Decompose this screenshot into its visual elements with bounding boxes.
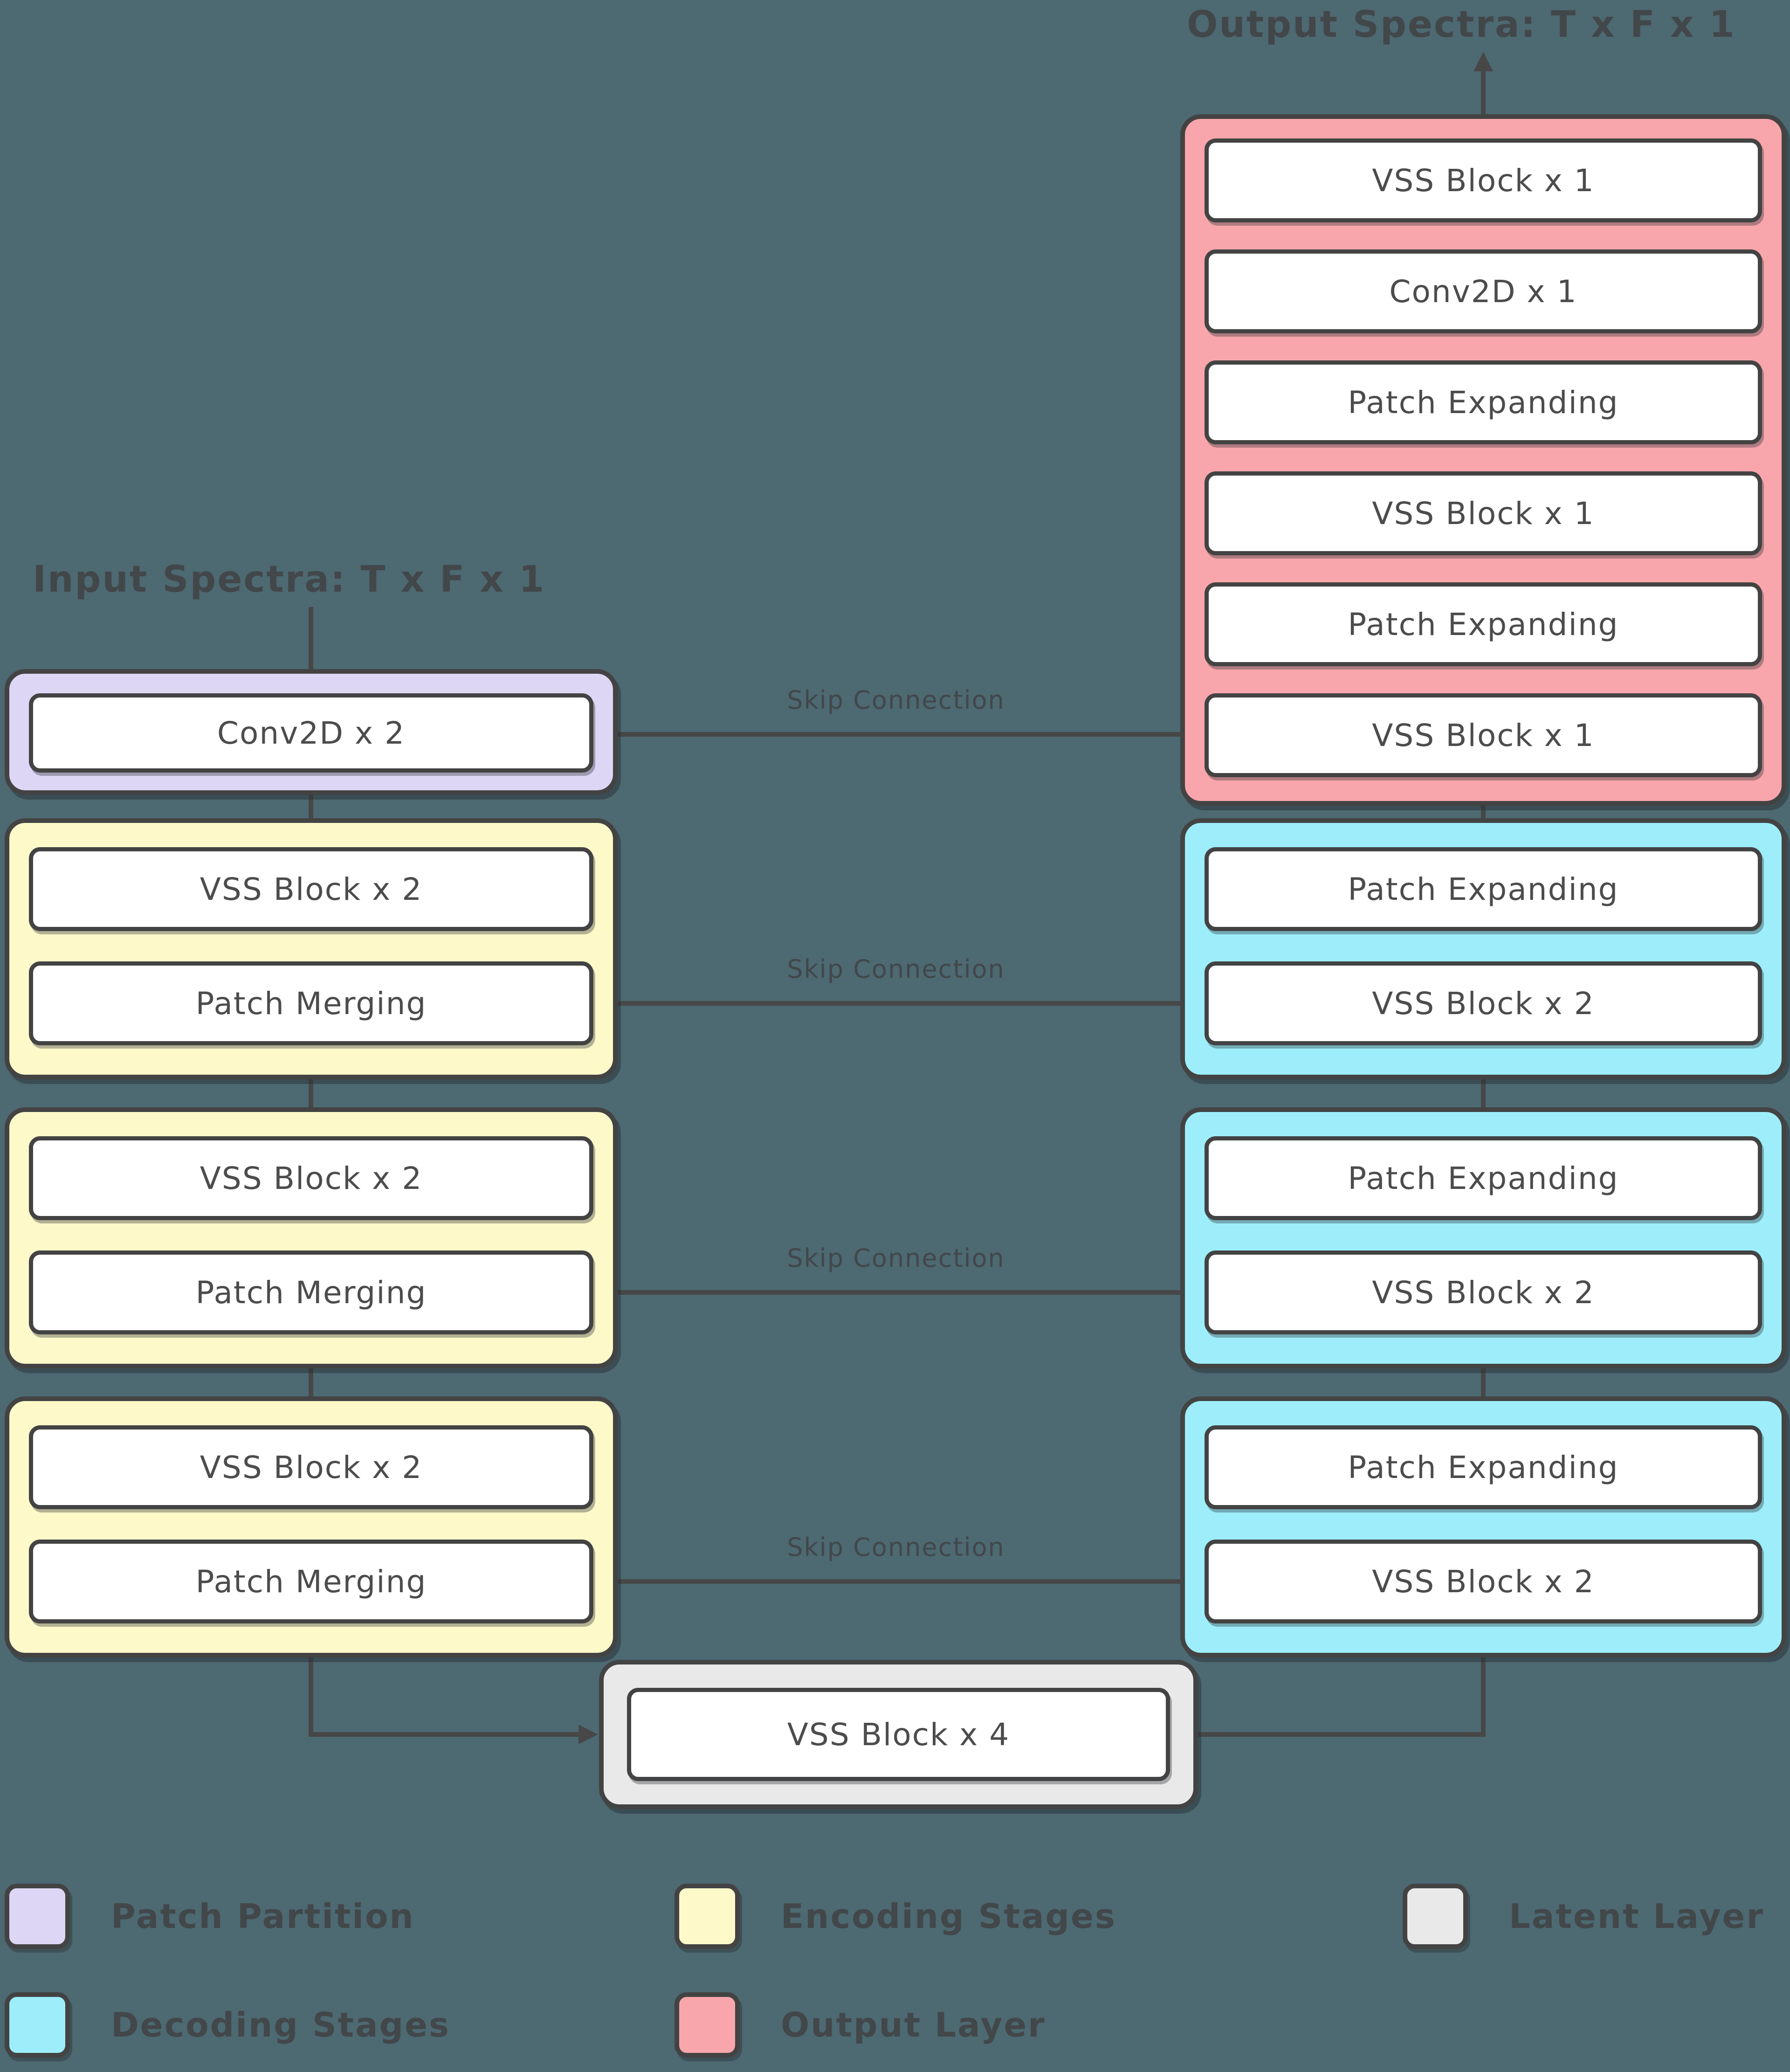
legend-label-encoding-stages: Encoding Stages [781,1897,1116,1936]
box-out-conv2d: Conv2D x 1 [1205,249,1762,333]
skip-connection-label-1: Skip Connection [787,685,1005,715]
legend-swatch-encoding-stages [675,1884,740,1949]
decoder-stage-1: Patch Expanding VSS Block x 2 [1180,818,1786,1079]
box-dec2-patch-expanding: Patch Expanding [1205,1136,1762,1220]
box-out-vss-1: VSS Block x 1 [1205,138,1762,222]
box-dec2-vss-block: VSS Block x 2 [1205,1250,1762,1334]
legend-swatch-patch-partition [5,1884,70,1949]
decoder-stage-3: Patch Expanding VSS Block x 2 [1180,1396,1786,1658]
box-enc2-patch-merging: Patch Merging [29,1250,593,1334]
box-out-vss-3: VSS Block x 1 [1205,693,1762,777]
encoder-stage-1: VSS Block x 2 Patch Merging [5,818,618,1079]
input-spectra-title: Input Spectra: T x F x 1 [33,559,546,601]
legend-label-patch-partition: Patch Partition [111,1897,415,1936]
encoder-stage-2: VSS Block x 2 Patch Merging [5,1107,618,1368]
legend-item-latent-layer: Latent Layer [1403,1884,1764,1949]
output-layer-container: VSS Block x 1 Conv2D x 1 Patch Expanding… [1180,114,1786,806]
box-out-patch-expanding-1: Patch Expanding [1205,360,1762,444]
legend-swatch-latent-layer [1403,1884,1468,1949]
decoder-stage-2: Patch Expanding VSS Block x 2 [1180,1107,1786,1368]
legend-label-latent-layer: Latent Layer [1509,1897,1764,1936]
box-enc3-vss-block: VSS Block x 2 [29,1425,593,1509]
legend-item-output-layer: Output Layer [675,1992,1046,2058]
box-out-vss-2: VSS Block x 1 [1205,471,1762,555]
legend-item-encoding-stages: Encoding Stages [675,1884,1116,1949]
box-dec1-patch-expanding: Patch Expanding [1205,847,1762,931]
legend-item-decoding-stages: Decoding Stages [5,1992,450,2058]
box-enc1-patch-merging: Patch Merging [29,961,593,1045]
arrow-stage3-to-latent [309,1623,598,1744]
legend-swatch-output-layer [675,1992,740,2058]
legend-swatch-decoding-stages [5,1992,70,2058]
latent-layer-container: VSS Block x 4 [599,1660,1198,1809]
skip-connection-label-4: Skip Connection [787,1533,1005,1562]
box-enc1-vss-block: VSS Block x 2 [29,847,593,931]
patch-partition-container: Conv2D x 2 [5,669,618,795]
legend-item-patch-partition: Patch Partition [5,1884,415,1949]
box-vss-block-x4: VSS Block x 4 [627,1688,1170,1781]
box-dec3-vss-block: VSS Block x 2 [1205,1540,1762,1623]
box-out-patch-expanding-2: Patch Expanding [1205,582,1762,666]
box-enc3-patch-merging: Patch Merging [29,1540,593,1623]
encoder-stage-3: VSS Block x 2 Patch Merging [5,1396,618,1658]
legend-label-output-layer: Output Layer [781,2005,1046,2044]
legend-label-decoding-stages: Decoding Stages [111,2005,450,2044]
box-dec1-vss-block: VSS Block x 2 [1205,961,1762,1045]
arrow-latent-to-stage3 [1170,1622,1493,1737]
output-spectra-title: Output Spectra: T x F x 1 [1187,4,1736,46]
skip-connection-label-2: Skip Connection [787,954,1005,984]
box-conv2d-x2: Conv2D x 2 [29,693,593,773]
box-enc2-vss-block: VSS Block x 2 [29,1136,593,1220]
box-dec3-patch-expanding: Patch Expanding [1205,1425,1762,1509]
skip-connection-label-3: Skip Connection [787,1243,1005,1273]
